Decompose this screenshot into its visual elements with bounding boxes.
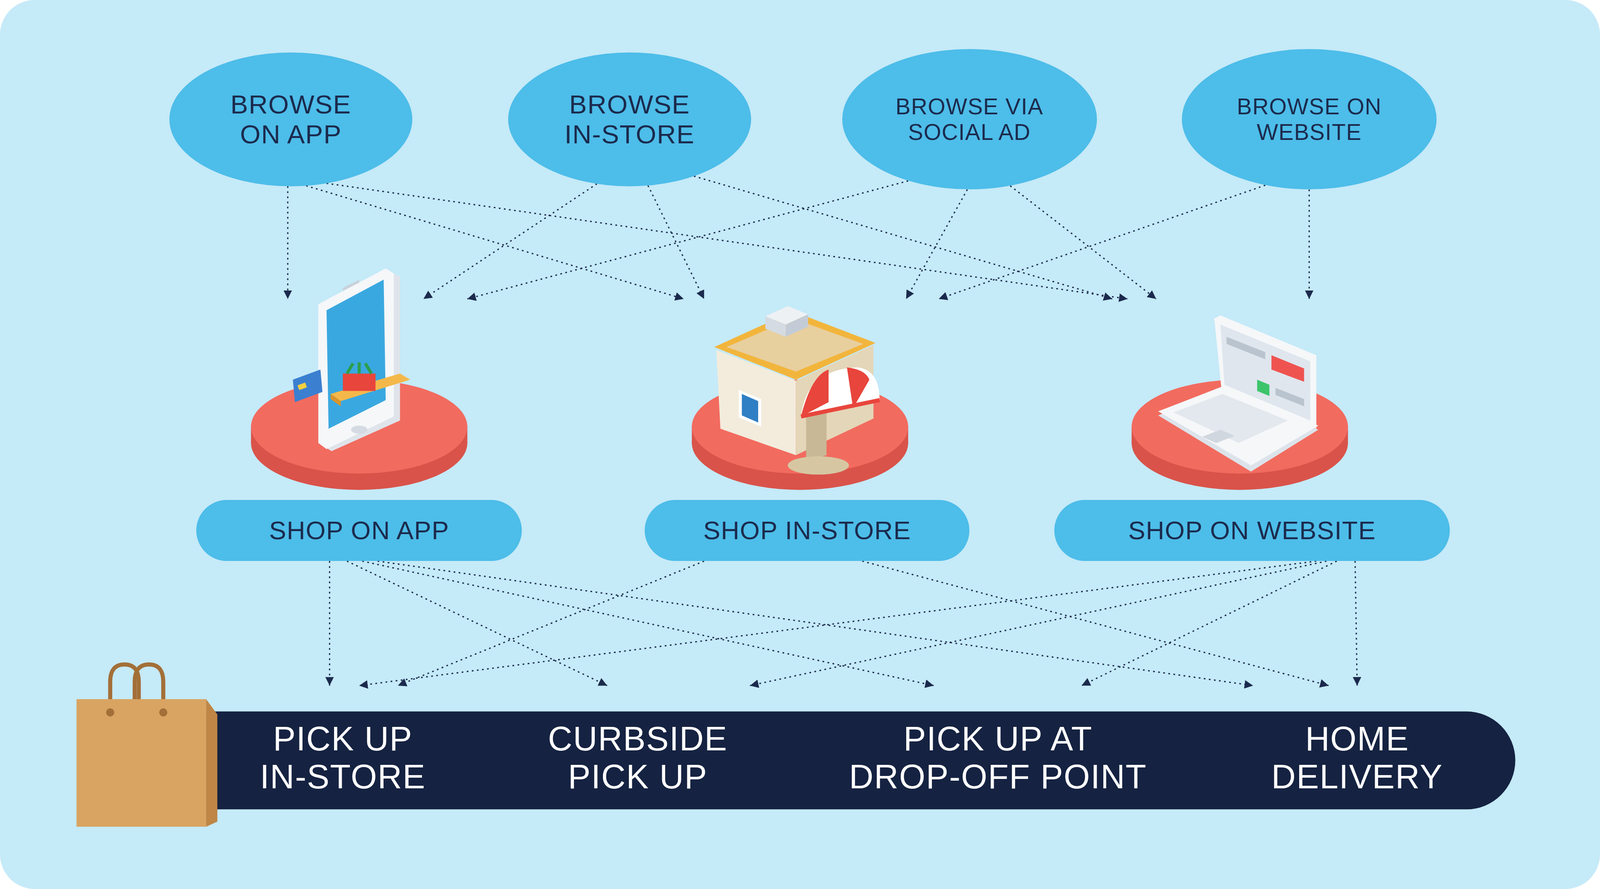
browse-ellipse: BROWSE VIA SOCIAL AD — [842, 49, 1097, 190]
fulfilment-option: CURBSIDE PICK UP — [518, 685, 758, 809]
node-label: HOME DELIVERY — [1262, 720, 1452, 796]
dotted-connector — [938, 185, 1266, 300]
phone-icon — [292, 369, 323, 403]
dotted-connector — [326, 183, 1128, 300]
dotted-connector — [906, 189, 968, 300]
ellipse-fill — [842, 49, 1097, 190]
fulfilment-band — [209, 711, 1516, 810]
laptop-icon — [1157, 386, 1318, 466]
dotted-connector — [287, 186, 289, 300]
shop-channel: SHOP ON WEBSITE — [1054, 299, 1451, 562]
node-label: SHOP ON WEBSITE — [1128, 516, 1376, 545]
node-label: PICK UP AT DROP-OFF POINT — [844, 720, 1152, 796]
browse-ellipse: BROWSE ON WEBSITE — [1181, 49, 1437, 190]
phone-icon — [346, 362, 372, 374]
laptop-icon — [1201, 429, 1235, 443]
browse-ellipse: BROWSE IN-STORE — [508, 52, 751, 187]
laptop-icon — [1214, 315, 1317, 429]
laptop-icon — [1157, 315, 1318, 472]
shop-channel: SHOP IN-STORE — [644, 299, 970, 562]
fulfilment-option: PICK UP IN-STORE — [235, 685, 450, 809]
dotted-connector — [328, 561, 331, 686]
pill-label-box: SHOP ON WEBSITE — [1054, 500, 1451, 562]
phone-icon — [318, 268, 394, 449]
dotted-connector — [1010, 186, 1157, 300]
phone-icon — [330, 373, 411, 402]
shopping-bag — [76, 664, 218, 827]
node-label: SHOP IN-STORE — [703, 516, 911, 545]
store-icon — [800, 400, 880, 417]
store-icon — [714, 306, 880, 475]
node-label: BROWSE ON WEBSITE — [1232, 93, 1386, 145]
store-icon — [800, 369, 829, 417]
dotted-connector — [359, 561, 1317, 686]
phone-icon — [343, 279, 360, 291]
node-label: PICK UP IN-STORE — [253, 720, 433, 796]
dotted-connector — [305, 185, 684, 299]
browse-ellipse: BROWSE ON APP — [169, 52, 413, 187]
shopping-bag — [159, 708, 168, 717]
dotted-connector — [1355, 561, 1358, 686]
shopping-bag — [206, 699, 218, 827]
dotted-connector — [362, 561, 934, 686]
store-icon — [741, 394, 759, 423]
dotted-connector — [1308, 189, 1310, 300]
dotted-connector — [1081, 561, 1337, 686]
shopping-bag — [76, 699, 207, 827]
phone-icon — [326, 279, 386, 429]
shop-channel: SHOP ON APP — [196, 299, 522, 562]
laptop-icon — [1271, 355, 1305, 382]
dotted-connector — [467, 180, 908, 300]
store-icon — [765, 316, 786, 338]
laptop-icon — [1275, 387, 1304, 407]
node-label: CURBSIDE PICK UP — [543, 720, 733, 796]
laptop-icon — [1226, 337, 1266, 360]
ellipse-fill — [508, 52, 751, 187]
store-icon — [800, 367, 880, 417]
node-label: BROWSE IN-STORE — [556, 89, 703, 149]
phone-icon — [292, 268, 411, 451]
node-label: BROWSE VIA SOCIAL AD — [892, 93, 1047, 145]
dotted-connector — [398, 561, 704, 686]
phone-icon — [297, 382, 307, 391]
phone-icon — [343, 373, 376, 392]
phone-icon — [330, 394, 341, 407]
shopping-bag — [134, 664, 164, 705]
node-label: BROWSE ON APP — [218, 89, 364, 149]
pill-label-box: SHOP ON APP — [196, 500, 522, 562]
pill-label-box: SHOP IN-STORE — [644, 500, 970, 562]
store-icon — [738, 389, 762, 427]
fulfilment-option: HOME DELIVERY — [1237, 685, 1477, 809]
node-label: SHOP ON APP — [269, 516, 450, 545]
dotted-connector — [862, 561, 1329, 686]
ellipse-fill — [1181, 49, 1437, 190]
store-icon — [787, 456, 849, 475]
dotted-connector — [750, 561, 1327, 686]
dotted-connector — [648, 185, 705, 300]
dotted-connector — [346, 561, 608, 686]
dotted-connector — [423, 183, 598, 300]
laptop-icon — [1256, 379, 1270, 396]
fulfilment-option: PICK UP AT DROP-OFF POINT — [805, 685, 1190, 809]
phone-icon — [351, 425, 368, 434]
store-icon — [785, 314, 809, 338]
shopping-bag — [106, 708, 115, 717]
laptop-icon — [1220, 324, 1310, 421]
dotted-connector — [693, 176, 1113, 300]
ellipse-fill — [169, 52, 413, 187]
dotted-connector — [377, 561, 1254, 686]
